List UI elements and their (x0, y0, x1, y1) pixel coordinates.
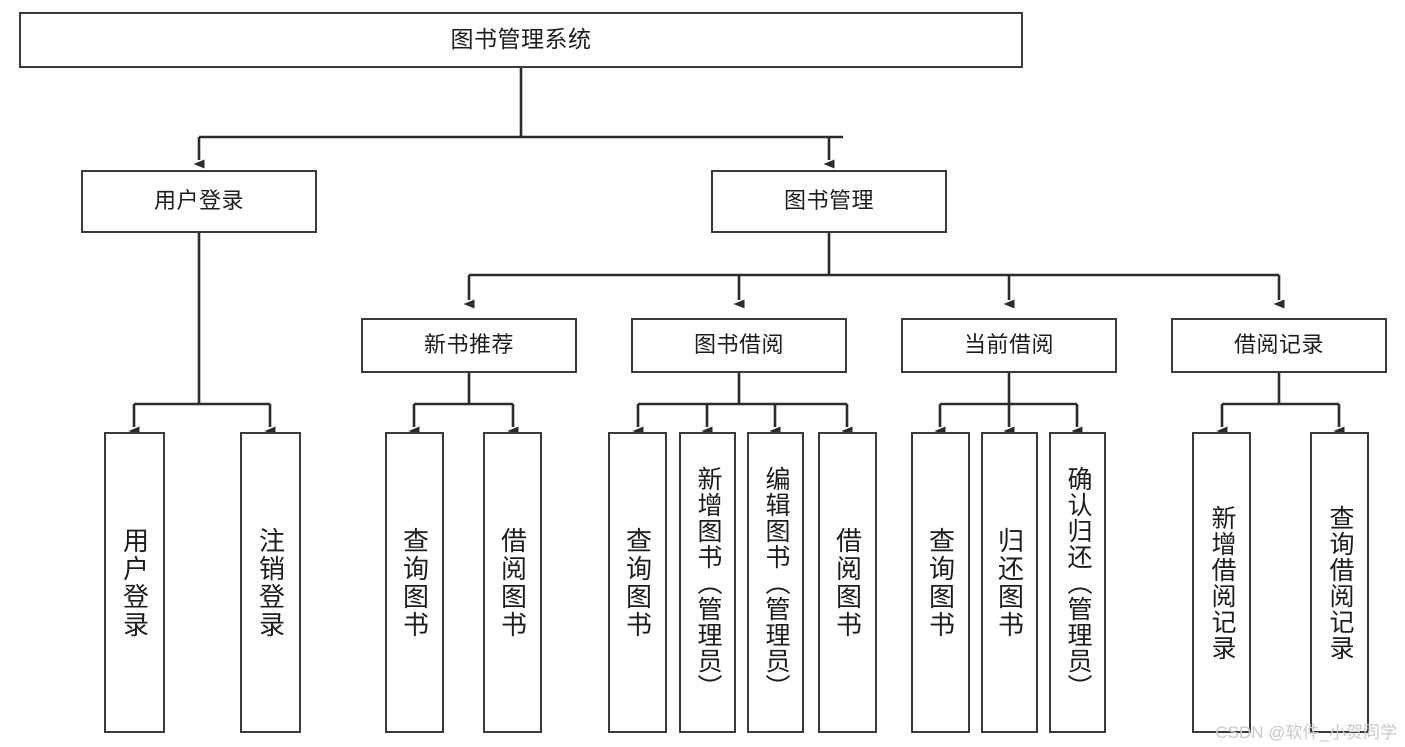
csdn-watermark: CSDN @软件_小贺同学 (1215, 723, 1397, 742)
node-label: 编辑图书（管理员） (762, 465, 790, 700)
node-leaf-edit-book[interactable]: 编辑图书（管理员） (747, 432, 804, 733)
node-leaf-add-record[interactable]: 新增借阅记录 (1192, 432, 1251, 733)
node-user-login[interactable]: 用户登录 (81, 170, 317, 233)
node-leaf-logout-login[interactable]: 注销登录 (240, 432, 301, 733)
node-label: 图书借阅 (693, 332, 784, 358)
node-borrow-record[interactable]: 借阅记录 (1171, 318, 1387, 373)
node-label: 查询图书 (622, 526, 653, 639)
node-label: 当前借阅 (963, 332, 1054, 358)
node-label: 新增借阅记录 (1208, 504, 1236, 661)
node-label: 图书管理 (783, 188, 874, 214)
node-root-book-management-system[interactable]: 图书管理系统 (19, 12, 1023, 68)
node-leaf-borrow-book-1[interactable]: 借阅图书 (483, 432, 542, 733)
node-leaf-confirm-return[interactable]: 确认归还（管理员） (1049, 432, 1106, 733)
node-label: 确认归还（管理员） (1064, 465, 1092, 700)
node-label: 借阅图书 (497, 526, 528, 639)
node-leaf-return-book[interactable]: 归还图书 (981, 432, 1038, 733)
node-leaf-borrow-book-2[interactable]: 借阅图书 (818, 432, 877, 733)
node-label: 借阅记录 (1233, 332, 1324, 358)
node-leaf-query-record[interactable]: 查询借阅记录 (1310, 432, 1369, 733)
node-label: 新增图书（管理员） (694, 465, 722, 700)
node-label: 归还图书 (994, 526, 1025, 639)
node-label: 查询图书 (925, 526, 956, 639)
node-label: 查询借阅记录 (1326, 504, 1354, 661)
node-current-borrow[interactable]: 当前借阅 (901, 318, 1117, 373)
node-book-borrow[interactable]: 图书借阅 (631, 318, 847, 373)
node-label: 图书管理系统 (450, 26, 592, 53)
node-label: 查询图书 (399, 526, 430, 639)
node-leaf-user-login[interactable]: 用户登录 (104, 432, 165, 733)
node-leaf-query-book-3[interactable]: 查询图书 (911, 432, 970, 733)
node-label: 注销登录 (255, 526, 286, 639)
node-label: 用户登录 (153, 188, 244, 214)
node-label: 用户登录 (119, 526, 150, 639)
node-leaf-add-book[interactable]: 新增图书（管理员） (679, 432, 736, 733)
node-label: 新书推荐 (423, 332, 514, 358)
node-leaf-query-book-2[interactable]: 查询图书 (608, 432, 667, 733)
node-book-manage[interactable]: 图书管理 (711, 170, 947, 233)
node-label: 借阅图书 (832, 526, 863, 639)
node-leaf-query-book-1[interactable]: 查询图书 (385, 432, 444, 733)
node-new-book-recommend[interactable]: 新书推荐 (361, 318, 577, 373)
